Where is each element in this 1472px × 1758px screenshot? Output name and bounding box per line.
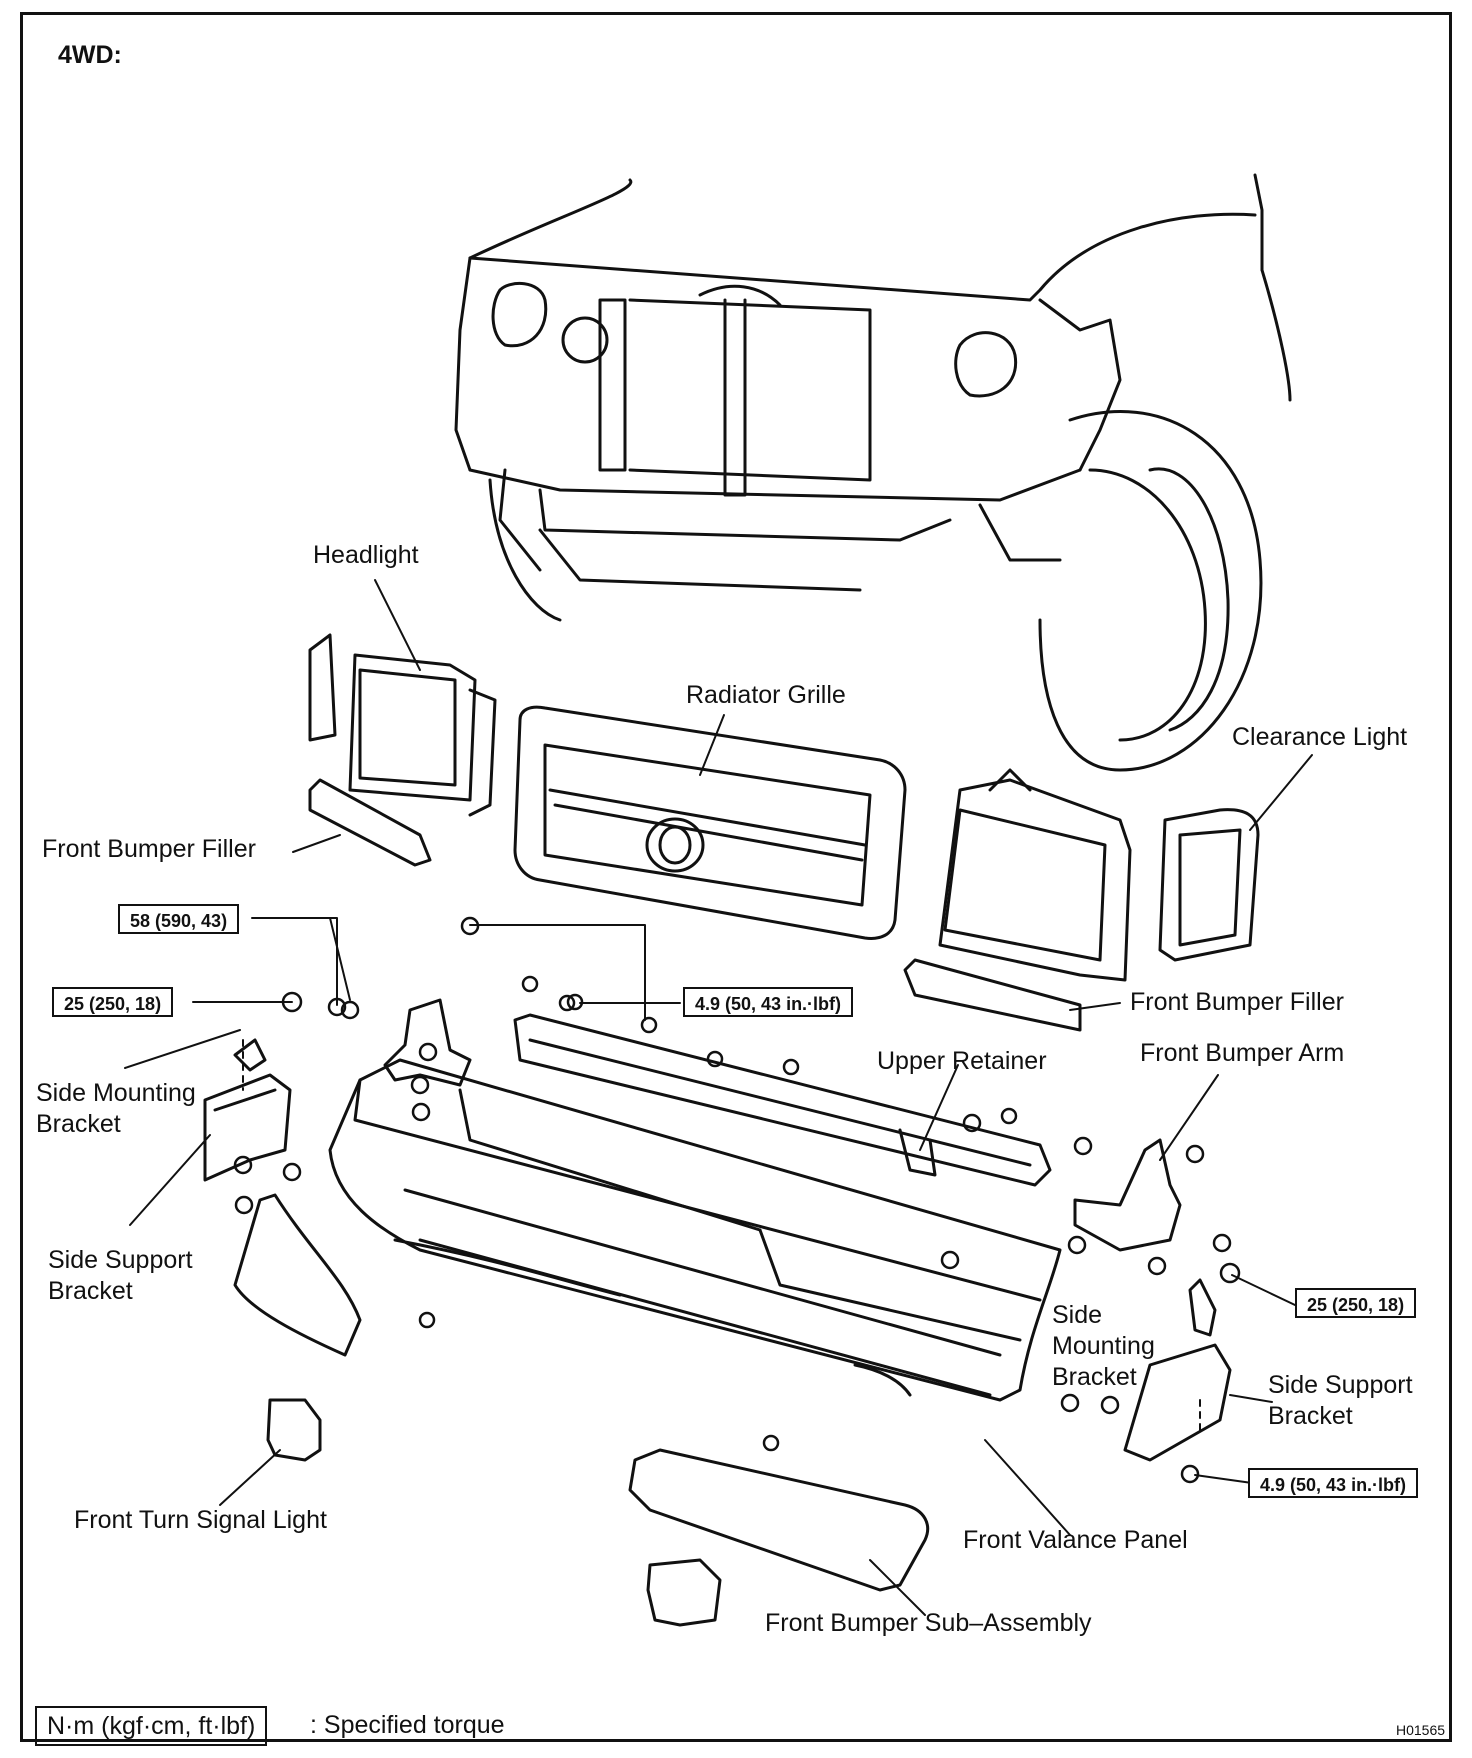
front-bumper-filler-left-drawing <box>308 778 432 867</box>
label-front-bumper-filler-left: Front Bumper Filler <box>42 835 256 863</box>
side-brackets-left-drawing <box>203 998 472 1182</box>
radiator-grille-drawing <box>513 705 907 940</box>
label-front-bumper-sub-assembly: Front Bumper Sub–Assembly <box>765 1609 1092 1637</box>
side-brackets-right-drawing <box>1073 1138 1232 1462</box>
label-headlight: Headlight <box>313 541 419 569</box>
bumper-end-left-drawing <box>233 1193 362 1357</box>
torque-legend-text: : Specified torque <box>310 1711 505 1739</box>
front-valance-panel-drawing <box>328 1058 1062 1402</box>
headlight-right-drawing <box>938 768 1132 982</box>
torque-4-9-bottom: 4.9 (50, 43 in.·lbf) <box>1248 1468 1419 1498</box>
front-bumper-filler-right-drawing <box>903 958 1082 1032</box>
figure-code: H01565 <box>1396 1722 1446 1738</box>
torque-legend-unit: N·m (kgf·cm, ft·lbf) <box>35 1706 268 1746</box>
front-bumper-sub-assembly-drawing <box>628 1448 930 1592</box>
torque-25-left: 25 (250, 18) <box>52 987 174 1017</box>
label-front-turn-signal-light: Front Turn Signal Light <box>74 1506 327 1534</box>
diagram-title: 4WD: <box>58 41 122 69</box>
torque-58: 58 (590, 43) <box>118 904 240 934</box>
torque-25-right: 25 (250, 18) <box>1295 1288 1417 1318</box>
headlight-left-drawing <box>308 633 497 817</box>
label-front-valance-panel: Front Valance Panel <box>963 1526 1188 1554</box>
clearance-light-drawing <box>1158 808 1260 962</box>
truck-front-body <box>454 173 1292 772</box>
diagram-frame <box>20 12 1452 1742</box>
leader-lines <box>124 579 1313 1616</box>
front-turn-signal-light-drawing <box>266 1398 722 1627</box>
label-side-mounting-bracket-right: Side Mounting Bracket <box>1052 1301 1155 1391</box>
upper-retainer-drawing <box>513 1013 1052 1187</box>
label-side-mounting-bracket-left: Side Mounting Bracket <box>36 1079 196 1138</box>
torque-4-9-top: 4.9 (50, 43 in.·lbf) <box>683 987 854 1017</box>
label-radiator-grille: Radiator Grille <box>686 681 846 709</box>
fasteners <box>233 916 1241 1484</box>
label-side-support-bracket-right: Side Support Bracket <box>1268 1371 1413 1430</box>
label-upper-retainer: Upper Retainer <box>877 1047 1047 1075</box>
label-front-bumper-filler-right: Front Bumper Filler <box>1130 988 1344 1016</box>
label-front-bumper-arm: Front Bumper Arm <box>1140 1039 1345 1067</box>
label-clearance-light: Clearance Light <box>1232 723 1408 751</box>
label-side-support-bracket-left: Side Support Bracket <box>48 1246 193 1305</box>
